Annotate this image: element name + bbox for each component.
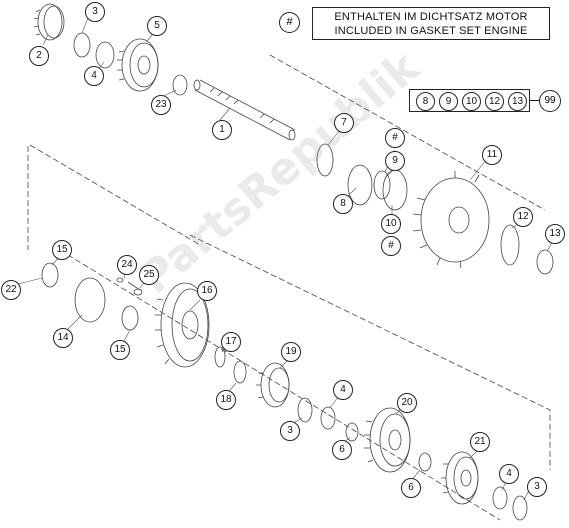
bushing-6-low xyxy=(418,452,432,472)
ring-7 xyxy=(316,143,334,177)
gear-2 xyxy=(33,3,65,41)
callout-4-low[interactable]: 4 xyxy=(499,464,519,484)
seal-8 xyxy=(347,164,373,206)
washer-3-mid xyxy=(297,397,313,423)
gear-16 xyxy=(155,282,210,368)
gear-19 xyxy=(256,362,290,408)
kit-total-99[interactable]: 99 xyxy=(539,90,561,112)
callout-7[interactable]: 7 xyxy=(334,113,354,133)
gear-20 xyxy=(364,407,411,473)
washer-15-lower xyxy=(121,305,139,331)
kit-parts-box: 8 9 10 12 13 xyxy=(409,89,530,112)
washer-22-15 xyxy=(41,262,59,288)
legend-line-german: ENTHALTEN IM DICHTSATZ MOTOR xyxy=(334,11,528,23)
bearing-14 xyxy=(74,277,106,323)
callout-16[interactable]: 16 xyxy=(197,281,217,301)
frame-dash-right xyxy=(269,54,546,211)
bearing-23 xyxy=(172,74,188,96)
callout-3-mid[interactable]: 3 xyxy=(280,421,300,441)
ring-4-mid xyxy=(320,406,336,430)
sprocket-11 xyxy=(412,171,490,269)
callout-15-top[interactable]: 15 xyxy=(52,240,72,260)
frame-dash-bottom xyxy=(59,249,501,521)
callout-4-top[interactable]: 4 xyxy=(84,66,104,86)
frame-dash-lower xyxy=(189,234,551,470)
washer-3-top xyxy=(73,32,91,58)
gear-21 xyxy=(441,451,479,505)
callout-3-top[interactable]: 3 xyxy=(85,2,105,22)
legend-line-english: INCLUDED IN GASKET SET ENGINE xyxy=(334,25,528,37)
kit-connector xyxy=(530,100,540,101)
callout-18[interactable]: 18 xyxy=(216,390,236,410)
callout-25[interactable]: 25 xyxy=(139,265,159,285)
kit-item-8[interactable]: 8 xyxy=(416,92,435,111)
gear-5 xyxy=(117,38,159,92)
screw-25 xyxy=(116,277,143,296)
callout-11[interactable]: 11 xyxy=(482,145,502,165)
callout-6-mid[interactable]: 6 xyxy=(332,440,352,460)
oring-9 xyxy=(373,170,391,200)
bushing-6-mid xyxy=(345,422,359,442)
callout-1[interactable]: 1 xyxy=(212,120,232,140)
callout-12[interactable]: 12 xyxy=(513,207,533,227)
kit-item-10[interactable]: 10 xyxy=(462,92,481,111)
frame-dash-top xyxy=(29,144,201,246)
callout-6-low[interactable]: 6 xyxy=(401,478,421,498)
callout-3-low[interactable]: 3 xyxy=(527,477,547,497)
kit-item-9[interactable]: 9 xyxy=(439,92,458,111)
callout-2[interactable]: 2 xyxy=(29,46,49,66)
callout-20[interactable]: 20 xyxy=(397,393,417,413)
legend-box: ENTHALTEN IM DICHTSATZ MOTOR INCLUDED IN… xyxy=(312,7,550,40)
washer-18 xyxy=(233,360,247,384)
callout-10[interactable]: 10 xyxy=(381,214,401,234)
callout-17[interactable]: 17 xyxy=(221,332,241,352)
callout-14[interactable]: 14 xyxy=(53,328,73,348)
callout-24[interactable]: 24 xyxy=(117,255,137,275)
legend-hash-symbol: # xyxy=(279,12,300,33)
nut-12 xyxy=(500,224,520,266)
callout-19[interactable]: 19 xyxy=(281,342,301,362)
callout-13[interactable]: 13 xyxy=(545,224,565,244)
callout-5[interactable]: 5 xyxy=(147,16,167,36)
washer-3-low xyxy=(512,495,528,521)
callout-15-bottom[interactable]: 15 xyxy=(110,340,130,360)
ring-4-low xyxy=(492,486,508,510)
kit-item-13[interactable]: 13 xyxy=(508,92,527,111)
shaft-1 xyxy=(193,79,296,141)
callout-8[interactable]: 8 xyxy=(333,194,353,214)
washer-13 xyxy=(536,249,554,275)
ring-17 xyxy=(214,346,226,368)
callout-21[interactable]: 21 xyxy=(470,432,490,452)
callout-23[interactable]: 23 xyxy=(151,95,171,115)
ring-4-top xyxy=(95,41,115,69)
callout-22[interactable]: 22 xyxy=(1,280,21,300)
callout-hash-bottom[interactable]: # xyxy=(381,236,401,256)
callout-4-mid[interactable]: 4 xyxy=(333,380,353,400)
kit-item-12[interactable]: 12 xyxy=(485,92,504,111)
callout-9[interactable]: 9 xyxy=(385,151,405,171)
callout-hash-top[interactable]: # xyxy=(385,128,405,148)
